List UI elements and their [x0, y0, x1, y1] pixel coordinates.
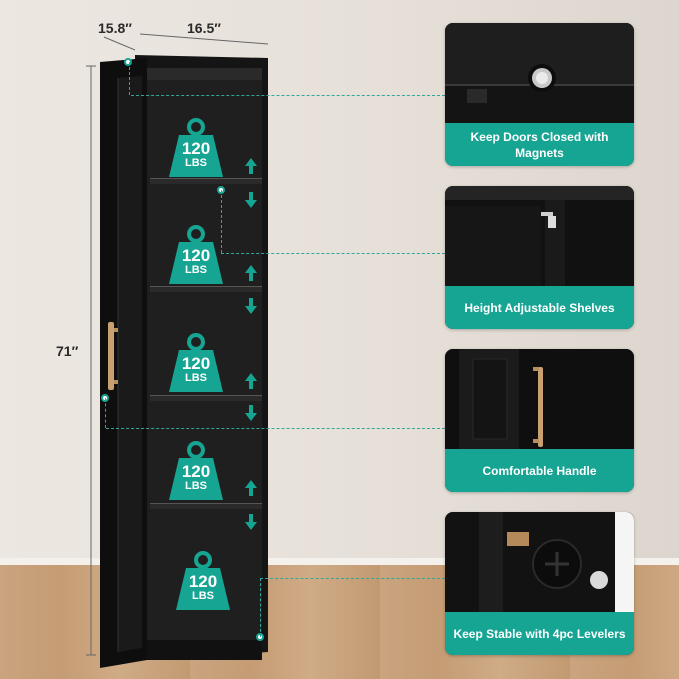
weight-icon: 120 LBS — [165, 224, 227, 286]
shelf-bracket-photo — [445, 186, 634, 286]
weight-unit: LBS — [185, 264, 207, 276]
shelf-3 — [150, 395, 262, 401]
leveler-photo — [445, 512, 634, 612]
magnet-photo — [445, 23, 634, 123]
arrow-up-icon — [245, 373, 257, 389]
height-label: 71″ — [56, 343, 79, 359]
leader-line — [260, 578, 445, 579]
depth-label: 15.8″ — [98, 20, 132, 36]
shelf-4 — [150, 503, 262, 509]
arrow-up-icon — [245, 265, 257, 281]
arrow-down-icon — [245, 514, 257, 530]
weight-value: 120 — [188, 572, 218, 591]
feature-card-levelers: Keep Stable with 4pc Levelers — [445, 512, 634, 655]
weight-value: 120 — [181, 462, 211, 481]
arrow-up-icon — [245, 158, 257, 174]
baseboard — [0, 558, 679, 567]
weight-unit: LBS — [185, 480, 207, 492]
leader-line — [221, 190, 222, 253]
feature-card-shelves: Height Adjustable Shelves — [445, 186, 634, 329]
arrow-down-icon — [245, 192, 257, 208]
shelf-1 — [150, 178, 262, 184]
weight-icon: 120 LBS — [165, 332, 227, 394]
weight-value: 120 — [181, 354, 211, 373]
feature-caption: Comfortable Handle — [445, 449, 634, 492]
feature-card-magnets: Keep Doors Closed with Magnets — [445, 23, 634, 166]
weight-icon: 120 LBS — [165, 440, 227, 502]
leader-line — [105, 398, 106, 428]
weight-unit: LBS — [185, 372, 207, 384]
weight-value: 120 — [181, 246, 211, 265]
feature-caption: Keep Stable with 4pc Levelers — [445, 612, 634, 655]
width-line — [139, 33, 269, 45]
weight-unit: LBS — [185, 157, 207, 169]
arrow-up-icon — [245, 480, 257, 496]
leader-line — [260, 578, 261, 637]
feature-caption: Height Adjustable Shelves — [445, 286, 634, 329]
arrow-down-icon — [245, 298, 257, 314]
leader-line — [131, 95, 445, 96]
arrow-down-icon — [245, 405, 257, 421]
door-handle — [108, 322, 114, 390]
feature-caption: Keep Doors Closed with Magnets — [445, 123, 634, 166]
weight-icon: 120 LBS — [165, 117, 227, 179]
weight-value: 120 — [181, 139, 211, 158]
width-label: 16.5″ — [187, 20, 221, 36]
weight-icon: 120 LBS — [172, 550, 234, 612]
leader-line — [129, 62, 130, 95]
weight-unit: LBS — [192, 590, 214, 602]
depth-line — [103, 36, 136, 51]
handle-photo — [445, 349, 634, 449]
leader-line — [221, 253, 445, 254]
shelf-2 — [150, 286, 262, 292]
feature-card-handle: Comfortable Handle — [445, 349, 634, 492]
leader-line — [106, 428, 445, 429]
